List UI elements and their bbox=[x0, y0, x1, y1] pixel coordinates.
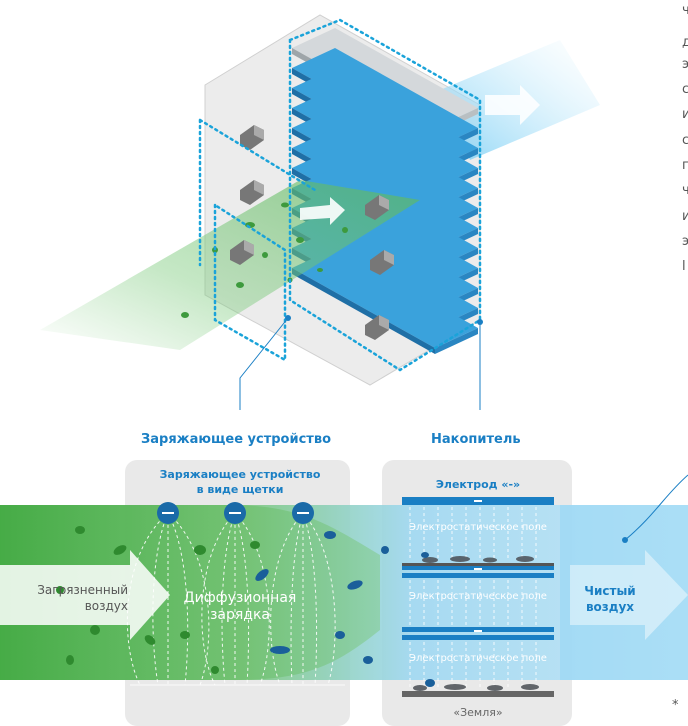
side-text-fragment: ч bbox=[682, 183, 688, 198]
asterisk-note: * bbox=[672, 698, 679, 713]
clean-air-label: Чистый воздух bbox=[570, 583, 650, 615]
diffusion-label: Диффузионная зарядка bbox=[170, 590, 310, 624]
efield-label-3: Электростатическое поле bbox=[409, 653, 547, 664]
charged-particles bbox=[255, 531, 435, 687]
collector-title: Накопитель bbox=[431, 432, 521, 447]
clean-line2: воздух bbox=[585, 600, 635, 614]
clean-line1: Чистый bbox=[584, 584, 636, 598]
process-diagram bbox=[0, 460, 688, 726]
polluted-air-beam bbox=[40, 180, 420, 350]
diffusion-line1: Диффузионная bbox=[183, 590, 297, 606]
side-text-fragment: э bbox=[682, 234, 688, 249]
efield-label-1: Электростатическое поле bbox=[409, 522, 547, 533]
polluted-air-label: Загрязненный воздух bbox=[0, 582, 128, 614]
clean-air-arrow bbox=[485, 85, 540, 125]
clean-arrow bbox=[570, 550, 688, 640]
collector-plate bbox=[292, 248, 478, 354]
side-text-fragment: с bbox=[682, 82, 688, 97]
polluted-line2: воздух bbox=[84, 599, 128, 613]
charger-title: Заряжающее устройство bbox=[141, 432, 331, 447]
diffusion-line2: зарядка bbox=[209, 607, 271, 623]
electrode-label: Электрод «-» bbox=[435, 478, 521, 491]
collector-electrodes bbox=[402, 497, 554, 697]
polluted-line1: Загрязненный bbox=[37, 583, 128, 597]
brush-charger-line1: Заряжающее устройство bbox=[159, 468, 321, 481]
brush-electrodes bbox=[157, 502, 314, 524]
efield-label-2: Электростатическое поле bbox=[409, 591, 547, 602]
purifier-illustration bbox=[40, 14, 600, 410]
side-text-fragment: с bbox=[682, 133, 688, 148]
ground-label: «Земля» bbox=[453, 706, 503, 719]
side-text-fragment: п bbox=[682, 158, 688, 173]
brush-charger-label: Заряжающее устройство в виде щетки bbox=[145, 467, 335, 497]
side-text-fragment: д bbox=[682, 35, 688, 50]
particles-bottom bbox=[56, 526, 260, 674]
charger-outline-2 bbox=[198, 118, 317, 267]
side-text-fragment: l bbox=[682, 259, 686, 274]
brush-charger-line2: в виде щетки bbox=[196, 483, 284, 496]
polluted-air-arrow bbox=[300, 197, 345, 225]
side-text-fragment: ч bbox=[682, 3, 688, 18]
side-text-fragment: и bbox=[682, 107, 688, 122]
side-text-fragment: и bbox=[682, 209, 688, 224]
brush-units bbox=[230, 125, 394, 340]
side-text-fragment: э bbox=[682, 57, 688, 72]
